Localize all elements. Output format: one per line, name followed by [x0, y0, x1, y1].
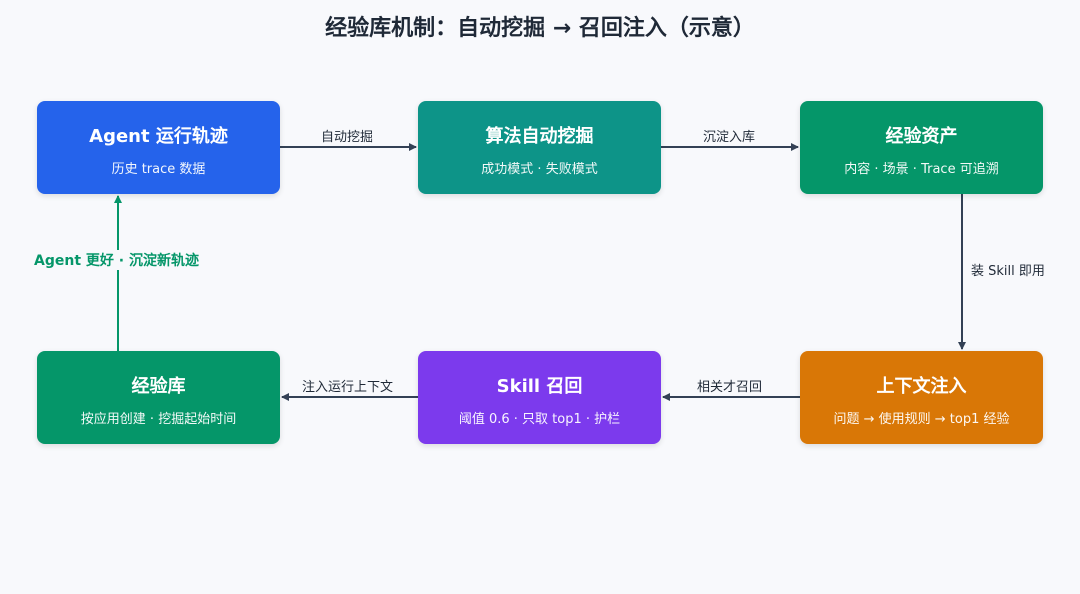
node-skill-recall: Skill 召回 阈值 0.6 · 只取 top1 · 护栏 — [418, 351, 661, 444]
node-title: 上下文注入 — [876, 376, 967, 397]
node-agent-traces: Agent 运行轨迹 历史 trace 数据 — [37, 101, 280, 194]
node-experience-assets: 经验资产 内容 · 场景 · Trace 可追溯 — [800, 101, 1043, 194]
node-context-injection: 上下文注入 问题 → 使用规则 → top1 经验 — [800, 351, 1043, 444]
node-subtitle: 内容 · 场景 · Trace 可追溯 — [844, 162, 999, 177]
edge-label-inject-context: 注入运行上下文 — [299, 376, 397, 395]
node-subtitle: 问题 → 使用规则 → top1 经验 — [833, 412, 1010, 427]
node-subtitle: 历史 trace 数据 — [111, 162, 206, 177]
node-title: 算法自动挖掘 — [485, 126, 594, 147]
page-title: 经验库机制：自动挖掘 → 召回注入（示意） — [325, 16, 755, 41]
node-title: Skill 召回 — [496, 376, 583, 397]
node-title: 经验资产 — [885, 126, 958, 147]
edge-label-relevant-recall: 相关才召回 — [694, 376, 766, 395]
node-subtitle: 成功模式 · 失败模式 — [481, 162, 598, 177]
node-title: Agent 运行轨迹 — [89, 126, 228, 147]
node-auto-mining: 算法自动挖掘 成功模式 · 失败模式 — [418, 101, 661, 194]
edge-label-feedback: Agent 更好 · 沉淀新轨迹 — [31, 250, 202, 270]
node-title: 经验库 — [131, 376, 186, 397]
edge-label-auto-mining: 自动挖掘 — [318, 126, 377, 145]
edge-label-store: 沉淀入库 — [700, 126, 759, 145]
node-subtitle: 阈值 0.6 · 只取 top1 · 护栏 — [458, 412, 621, 427]
node-experience-library: 经验库 按应用创建 · 挖掘起始时间 — [37, 351, 280, 444]
edge-label-install-skill: 装 Skill 即用 — [968, 260, 1048, 279]
node-subtitle: 按应用创建 · 挖掘起始时间 — [80, 412, 237, 427]
